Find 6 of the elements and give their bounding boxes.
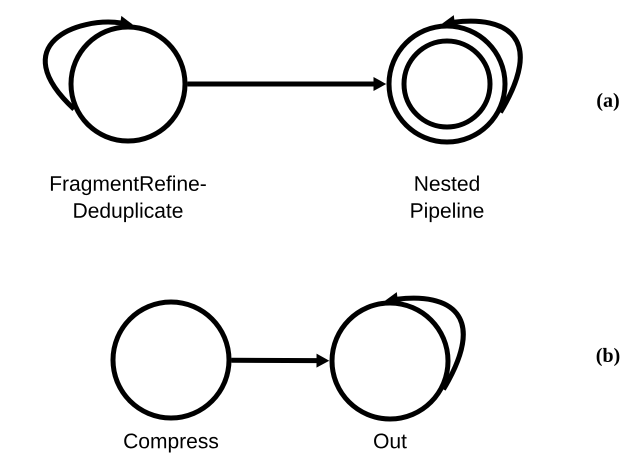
- state-label: Compress: [124, 434, 218, 453]
- panel-label: (b): [596, 348, 620, 366]
- state-label: Nested Pipeline: [411, 176, 484, 222]
- panel-label: (a): [597, 92, 619, 112]
- state-label: FragmentRefine-Deduplicate: [50, 176, 206, 222]
- state-label: Out: [374, 434, 407, 448]
